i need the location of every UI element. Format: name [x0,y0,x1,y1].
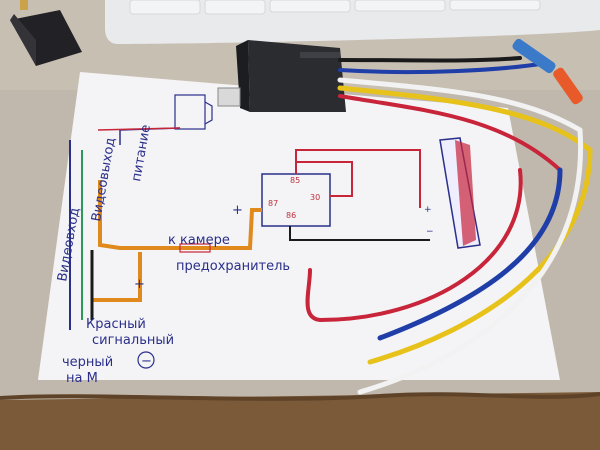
relay-with-harness [217,40,346,112]
spare-relay [10,0,82,66]
keyboard [105,0,600,44]
camera-drawing [174,94,213,130]
ground-label: на М [66,371,98,386]
pin-30-label: 30 [310,193,320,202]
pin-87-label: 87 [268,199,278,208]
black-label: черный [62,355,113,370]
pin-85-label: 85 [290,176,300,185]
red-label: Красный [86,317,146,332]
plus-signal: + [134,277,145,292]
fuse-label: предохранитель [176,259,290,274]
fuse-symbol [179,243,211,253]
relay-drawing: 85 30 87 86 + − [261,149,434,241]
monitor-drawing [439,137,481,249]
minus-circled: − [141,354,152,369]
handwritten-labels: питание Видеовыход Видеовход к камере пр… [55,124,290,386]
orange-wire-trace [69,127,262,330]
minus-sign: − [426,227,434,237]
plus-relay: + [232,203,243,218]
pin-86-label: 86 [286,211,296,220]
plus-sign: + [424,205,432,215]
to-camera-label: к камере [168,233,230,248]
signal-label: сигнальный [92,333,174,348]
loose-wires [305,38,593,395]
